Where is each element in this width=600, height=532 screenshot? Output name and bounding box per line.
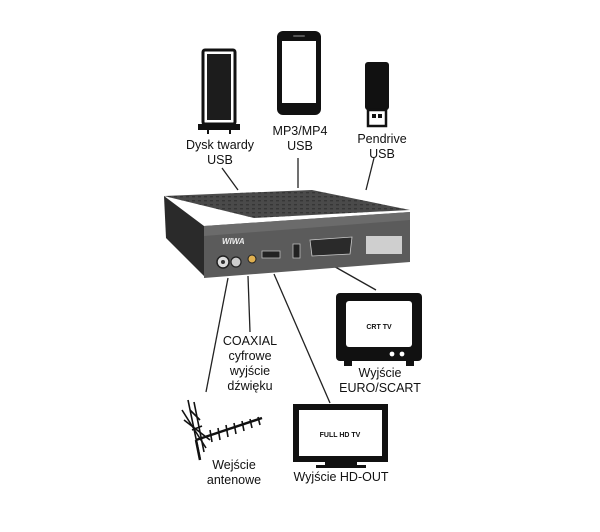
connector-lines (205, 157, 377, 404)
hdd-label: Dysk twardy USB (185, 138, 255, 167)
mp3-label: MP3/MP4 USB (272, 124, 328, 153)
brand-logo-text: WIWA (222, 237, 245, 246)
smartphone-icon (277, 31, 321, 115)
antenna-icon (181, 399, 263, 461)
fullhd-screen-text: FULL HD TV (320, 432, 361, 439)
pendrive-label: Pendrive USB (357, 132, 407, 161)
hard-drive-icon (198, 48, 240, 134)
crt-tv-icon: CRT TV (336, 293, 422, 366)
fullhd-tv-icon: FULL HD TV (293, 404, 388, 468)
usb-pendrive-icon (365, 62, 389, 128)
euroscart-label: Wyjście EURO/SCART (339, 366, 421, 395)
hdout-label: Wyjście HD-OUT (293, 470, 389, 484)
crt-screen-text: CRT TV (366, 324, 392, 331)
coaxial-label: COAXIAL cyfrowe wyjście dźwięku (222, 334, 278, 393)
set-top-box: WIWA (164, 190, 410, 278)
antenna-label: Wejście antenowe (206, 458, 262, 487)
